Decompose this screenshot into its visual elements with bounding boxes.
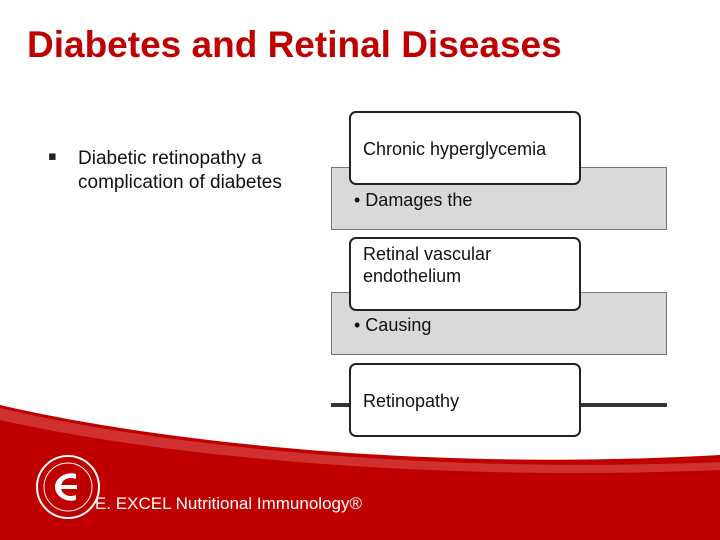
bullet-text: Diabetic retinopathy a complication of d… (78, 148, 282, 193)
connector-label: • Damages the (354, 190, 473, 210)
process-step-box: Chronic hyperglycemia (349, 111, 581, 185)
process-step-box: Retinopathy (349, 363, 581, 437)
brand-name: E. EXCEL Nutritional Immunology® (95, 494, 363, 513)
e-excel-logo-icon (36, 455, 100, 519)
slide-title: Diabetes and Retinal Diseases (27, 24, 562, 65)
process-step-box: Retinal vascular endothelium (349, 237, 581, 311)
connector-label: • Causing (354, 315, 432, 335)
bullet-item: ▪ Diabetic retinopathy a complication of… (48, 147, 298, 195)
bullet-marker: ▪ (48, 149, 57, 164)
